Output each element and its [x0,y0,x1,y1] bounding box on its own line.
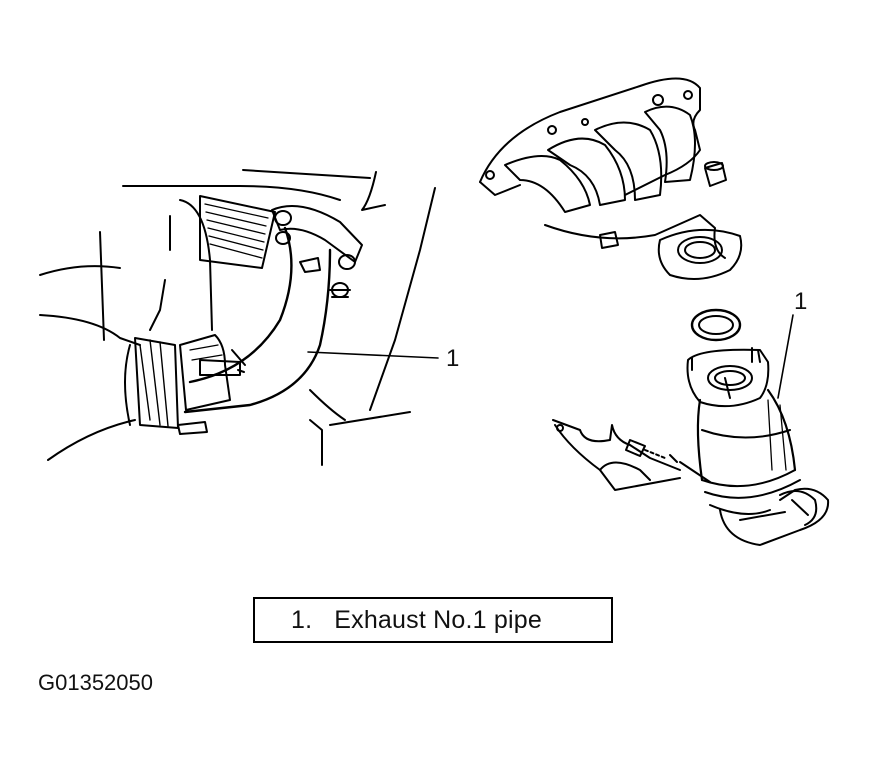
callout-1-right: 1 [794,288,808,315]
legend-box: 1. Exhaust No.1 pipe [253,597,613,643]
legend-number: 1. [291,605,313,634]
gasket-ring [690,308,742,342]
leader-line-left [307,351,439,359]
exhaust-pipe-assembly [552,347,830,546]
legend-text: 1. Exhaust No.1 pipe [291,606,542,635]
figure-id: G01352050 [38,670,153,695]
legend-label: Exhaust No.1 pipe [334,605,542,634]
leader-line-right [777,314,794,399]
installed-pipe-view [39,169,436,466]
callout-1-left: 1 [446,345,460,372]
exhaust-manifold [479,77,743,280]
